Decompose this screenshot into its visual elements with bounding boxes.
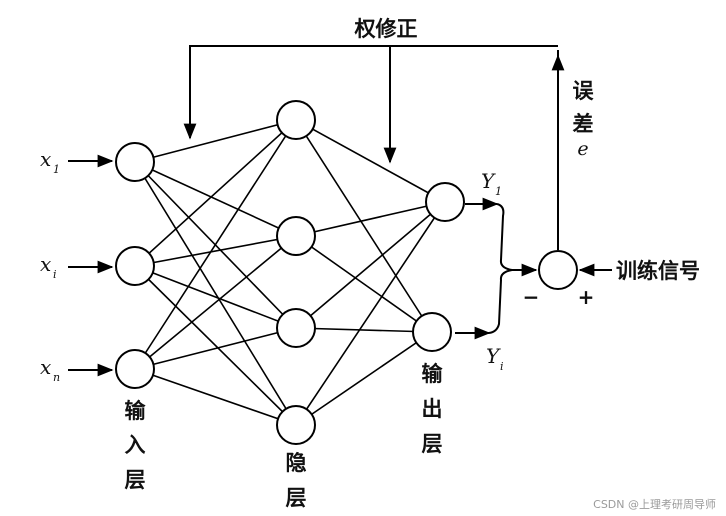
- hidden-node-4: [276, 405, 316, 445]
- output-layer-char-1: 输: [422, 362, 444, 386]
- output-arrows: [455, 197, 612, 340]
- input-node-n: [115, 349, 155, 389]
- edge-hidden-node-4-to-output-node-1: [295, 201, 446, 426]
- input-layer-char-1: 输: [125, 399, 147, 423]
- edge-hidden-node-3-to-output-node-1: [295, 201, 446, 329]
- plus-sign: +: [578, 285, 595, 309]
- output-label-i-sub: i: [500, 360, 504, 373]
- edge-input-node-1-to-hidden-node-2: [134, 161, 297, 237]
- output-layer-char-3: 层: [422, 432, 443, 456]
- input-label-n-base: x: [40, 355, 51, 379]
- edge-input-node-i-to-hidden-node-3: [134, 265, 297, 329]
- edge-hidden-node-4-to-output-node-i: [295, 331, 433, 426]
- edge-input-node-i-to-hidden-node-2: [134, 235, 297, 267]
- input-labels: x 1 x i x n: [40, 147, 60, 384]
- training-signal-label: 训练信号: [616, 259, 700, 283]
- edge-hidden-node-3-to-output-node-i: [295, 327, 433, 333]
- edge-hidden-node-1-to-output-node-i: [295, 119, 433, 333]
- output-layer-label: 输 出 层: [422, 362, 444, 456]
- edge-input-node-i-to-hidden-node-1: [134, 119, 297, 267]
- input-label-1-sub: 1: [53, 163, 60, 176]
- input-label-1-base: x: [40, 147, 51, 171]
- edge-input-node-1-to-hidden-node-1: [134, 119, 297, 163]
- error-symbol: e: [577, 138, 588, 160]
- input-label-i-sub: i: [53, 268, 57, 281]
- edge-input-node-n-to-hidden-node-2: [134, 235, 297, 370]
- edge-input-node-n-to-hidden-node-1: [134, 119, 297, 370]
- minus-sign: −: [523, 285, 540, 309]
- edge-input-node-n-to-hidden-node-4: [134, 368, 297, 426]
- edge-hidden-node-2-to-output-node-i: [295, 235, 433, 333]
- edge-input-node-n-to-hidden-node-3: [134, 327, 297, 370]
- input-layer-label: 输 入 层: [125, 399, 147, 492]
- error-label-char-2: 差: [573, 112, 594, 136]
- error-label-char-1: 误: [573, 79, 595, 103]
- hidden-node-2: [276, 216, 316, 256]
- input-arrows: [68, 154, 114, 377]
- output-brace: [488, 203, 513, 334]
- input-layer-char-3: 层: [125, 468, 146, 492]
- watermark: CSDN @上理考研周导师: [593, 498, 716, 511]
- hidden-layer-label: 隐 层: [286, 451, 307, 510]
- input-node-i: [115, 246, 155, 286]
- hidden-layer-char-1: 隐: [286, 451, 307, 475]
- feedback-to-input-arrow: [183, 45, 558, 140]
- hidden-layer-char-2: 层: [286, 486, 307, 510]
- hidden-node-1: [276, 100, 316, 140]
- edge-hidden-node-2-to-output-node-1: [295, 201, 446, 237]
- output-node-1: [425, 182, 465, 222]
- output-label-1-sub: 1: [495, 185, 502, 198]
- output-label-1-base: Y: [481, 169, 496, 193]
- input-node-1: [115, 142, 155, 182]
- output-label-i-base: Y: [486, 344, 501, 368]
- edge-input-node-1-to-hidden-node-4: [134, 161, 297, 426]
- output-labels: Y 1 Y i: [481, 169, 504, 373]
- neurons: [115, 100, 578, 445]
- comparator-node: [538, 250, 578, 290]
- edge-input-node-i-to-hidden-node-4: [134, 265, 297, 426]
- connection-lines: [134, 119, 446, 426]
- output-layer-char-2: 出: [422, 397, 443, 421]
- input-label-i-base: x: [40, 252, 51, 276]
- edge-hidden-node-1-to-output-node-1: [295, 119, 446, 203]
- output-node-i: [412, 312, 452, 352]
- feedback-title: 权修正: [354, 17, 418, 41]
- input-label-n-sub: n: [53, 371, 60, 384]
- feedback-loop: [183, 45, 565, 250]
- input-layer-char-2: 入: [125, 433, 146, 457]
- hidden-node-3: [276, 308, 316, 348]
